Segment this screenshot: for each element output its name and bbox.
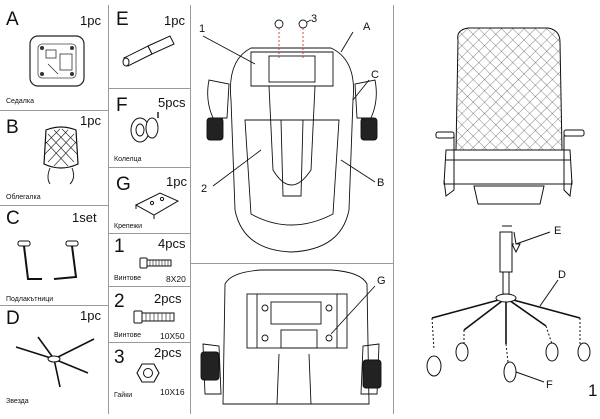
- callout-2: 2: [201, 183, 208, 195]
- step-number: 1: [588, 381, 598, 400]
- seat-assembly-bottom-diagram: G: [191, 264, 393, 419]
- chair-drawing: [426, 27, 591, 383]
- callout-b: B: [377, 177, 385, 189]
- part-size: 8X20: [166, 274, 186, 284]
- divider-h-right: [190, 263, 393, 264]
- part-label: Колелца: [114, 156, 142, 163]
- part-letter: B: [6, 117, 19, 138]
- part-cell-b: B 1pc Облегалка: [0, 110, 108, 205]
- bracket-illustration: [134, 192, 180, 219]
- part-quantity: 1pc: [80, 308, 101, 323]
- part-quantity: 5pcs: [158, 95, 186, 110]
- part-cell-2: 2 2pcs Винтове 10X50: [108, 286, 190, 342]
- armrests-illustration: [17, 240, 79, 280]
- callout-e: E: [554, 225, 562, 237]
- part-quantity: 1pc: [80, 13, 101, 28]
- seat-illustration: [29, 35, 85, 87]
- callout-1: 1: [199, 23, 206, 35]
- part-letter: 3: [114, 347, 125, 368]
- part-cell-c: C 1set Подлакътници: [0, 205, 108, 305]
- part-label: Гайки: [114, 392, 133, 399]
- callout-g: G: [377, 275, 386, 287]
- divider-h-left-3: [0, 305, 108, 306]
- caster-illustration: [130, 112, 159, 143]
- part-letter: C: [6, 208, 20, 229]
- part-quantity: 1pc: [164, 13, 185, 28]
- part-cell-1: 1 4pcs Винтове 8X20: [108, 233, 190, 286]
- part-quantity: 1pc: [80, 113, 101, 128]
- backrest-illustration: [43, 126, 79, 185]
- part-quantity: 4pcs: [158, 236, 186, 251]
- part-label: Седалка: [6, 98, 34, 105]
- part-letter: D: [6, 308, 20, 329]
- part-label: Облегалка: [6, 194, 41, 201]
- star-base-illustration: [15, 336, 95, 388]
- part-label: Звезда: [6, 398, 29, 405]
- mechanism-drawing: [200, 269, 382, 405]
- part-size: 10X50: [160, 331, 185, 341]
- part-letter: G: [116, 174, 131, 195]
- gas-lift-illustration: [122, 35, 175, 67]
- divider-h-left-2: [0, 205, 108, 206]
- part-cell-3: 3 2pcs Гайки 10X16: [108, 342, 190, 419]
- screw-10x50-illustration: [133, 310, 175, 324]
- divider-h-mid-2: [108, 167, 190, 168]
- nut-illustration: [136, 363, 160, 383]
- part-quantity: 1pc: [166, 174, 187, 189]
- part-label: Подлакътници: [6, 296, 54, 303]
- screw-8x20-illustration: [139, 257, 172, 269]
- seat-assembly-top-diagram: 1 3 A C 2 B: [191, 0, 393, 263]
- seat-underside-drawing: [202, 19, 378, 253]
- callout-c: C: [371, 69, 379, 81]
- callout-d: D: [558, 269, 566, 281]
- part-label: Винтове: [114, 275, 141, 282]
- part-quantity: 2pcs: [154, 345, 182, 360]
- part-cell-d: D 1pc Звезда: [0, 305, 108, 419]
- callout-a: A: [363, 21, 371, 33]
- part-letter: E: [116, 9, 129, 30]
- part-size: 10X16: [160, 387, 185, 397]
- divider-h-mid-1: [108, 88, 190, 89]
- part-cell-f: F 5pcs Колелца: [108, 88, 190, 167]
- part-quantity: 2pcs: [154, 291, 182, 306]
- divider-v-right: [393, 5, 394, 414]
- divider-v-left: [108, 5, 109, 414]
- part-cell-e: E 1pc: [108, 0, 190, 88]
- divider-h-mid-4: [108, 286, 190, 287]
- part-cell-a: A 1pc Седалка: [0, 0, 108, 110]
- part-label: Винтове: [114, 332, 141, 339]
- part-letter: 1: [114, 236, 125, 257]
- part-quantity: 1set: [72, 210, 97, 225]
- part-letter: A: [6, 9, 19, 30]
- chair-assembly-diagram: E D F 1: [394, 0, 600, 419]
- part-letter: 2: [114, 291, 125, 312]
- divider-v-mid: [190, 5, 191, 414]
- callout-3: 3: [311, 13, 318, 25]
- part-cell-g: G 1pc Крепежи: [108, 167, 190, 233]
- part-label: Крепежи: [114, 223, 143, 230]
- divider-h-mid-5: [108, 342, 190, 343]
- divider-h-left-1: [0, 110, 108, 111]
- callout-f: F: [546, 379, 553, 391]
- divider-h-mid-3: [108, 233, 190, 234]
- part-letter: F: [116, 95, 128, 116]
